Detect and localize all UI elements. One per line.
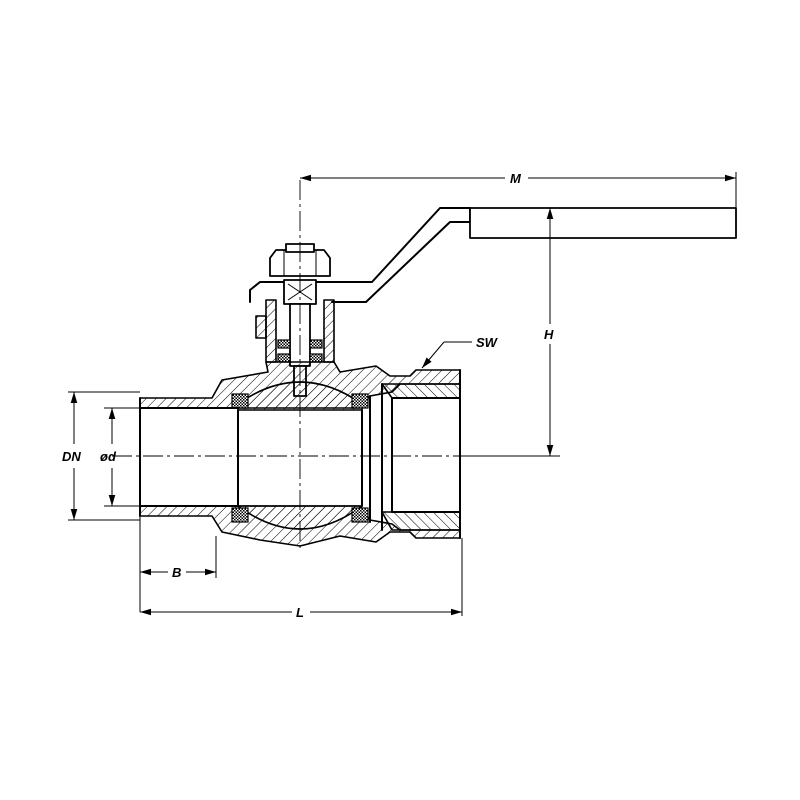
label-h: H (544, 327, 554, 342)
label-dn: DN (62, 449, 81, 464)
label-d: ød (100, 449, 117, 464)
label-b: B (172, 565, 181, 580)
label-l: L (296, 605, 304, 620)
dimension-h: H (462, 208, 556, 457)
bore-outline (139, 369, 461, 539)
ball (237, 381, 363, 530)
dimension-l: L (140, 538, 463, 620)
label-sw: SW (476, 335, 499, 350)
dimension-b: B (139, 516, 217, 612)
dimension-d: ød (100, 407, 140, 507)
label-m: M (510, 171, 522, 186)
valve-seats (231, 393, 369, 523)
dimension-dn: DN (62, 391, 140, 521)
dimension-sw: SW (421, 335, 499, 369)
dimension-m: M (300, 171, 737, 208)
